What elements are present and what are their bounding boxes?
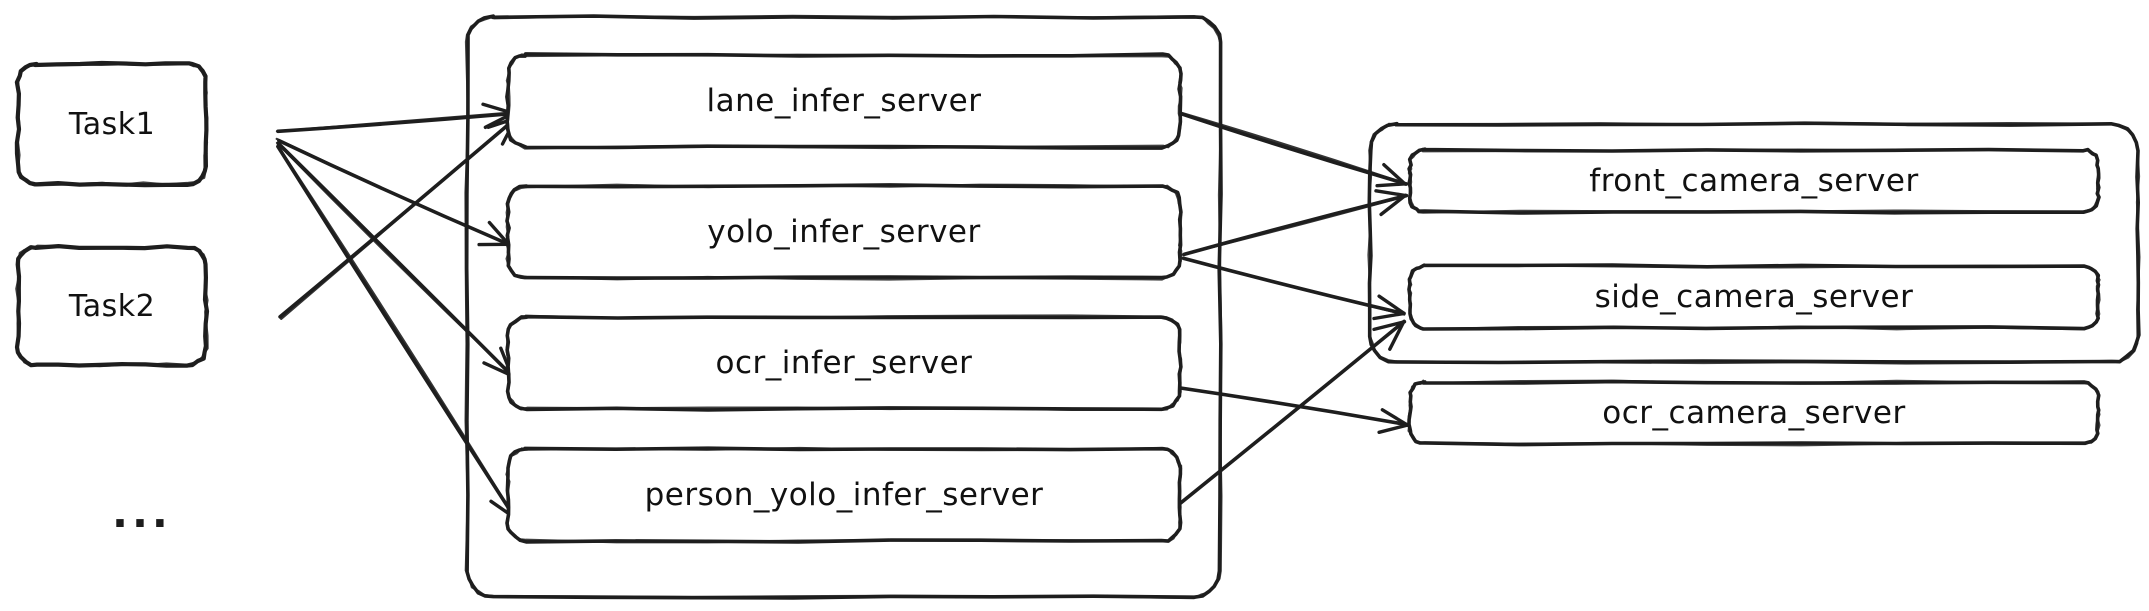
infer-server-node-person_yolo_infer_server[interactable] [505,446,1183,544]
task-node-task2[interactable] [14,244,210,368]
edge-person_yolo_infer_server-to-side_camera_server [1172,319,1407,511]
edge-task1-to-yolo_infer_server [275,137,512,247]
infer-server-node-lane_infer_server[interactable] [505,52,1183,150]
edge-yolo_infer_server-to-side_camera_server [1181,256,1406,321]
camera-server-node-ocr_camera_server[interactable] [1407,379,2101,447]
camera-server-node-front_camera_server[interactable] [1407,147,2101,215]
edge-lane_infer_server-to-front_camera_server [1175,110,1409,188]
edge-yolo_infer_server-to-front_camera_server [1180,189,1409,257]
edge-ocr_infer_server-to-ocr_camera_server [1177,386,1411,434]
camera-server-node-side_camera_server[interactable] [1407,263,2101,331]
task-node-task1[interactable] [14,60,209,188]
tasks-ellipsis: ... [112,488,172,537]
infer-server-node-yolo_infer_server[interactable] [505,183,1183,281]
infer-server-node-ocr_infer_server[interactable] [505,314,1183,412]
